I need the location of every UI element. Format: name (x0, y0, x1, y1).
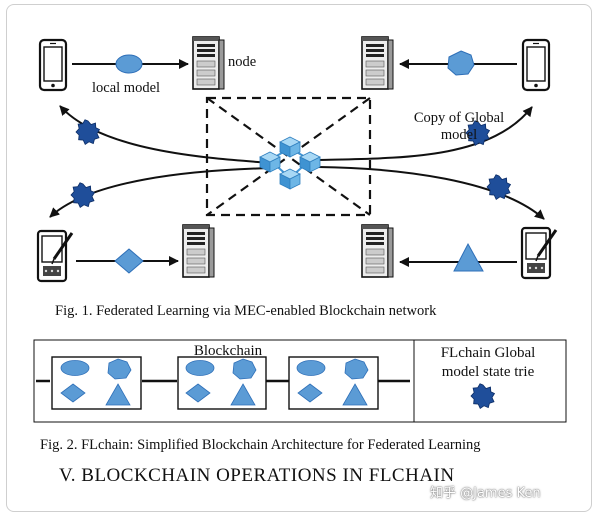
watermark: 知乎 @James Ken (430, 486, 541, 501)
diamond-model-icon (60, 383, 86, 403)
fig1-diagram: node local model Copy of Global model (36, 36, 558, 283)
triangle-model-icon (453, 242, 484, 272)
trie-label-line2: model state trie (442, 364, 535, 380)
global-model-star-icon (75, 119, 100, 145)
pda-icon (520, 226, 558, 280)
global-model-star-icon (470, 383, 495, 409)
section-heading: V. BLOCKCHAIN OPERATIONS IN FLCHAIN (59, 465, 455, 486)
server-node-icon (361, 224, 394, 278)
server-node-icon (192, 36, 225, 90)
diamond-model-icon (185, 383, 211, 403)
fig2-diagram: Blockchain FLchain Global model state tr… (33, 339, 567, 423)
server-node-icon (361, 36, 394, 90)
heptagon-model-icon (447, 50, 475, 76)
triangle-model-icon (230, 383, 256, 406)
heptagon-model-icon (232, 358, 257, 380)
pda-icon (36, 229, 74, 283)
local-model-label: local model (92, 80, 160, 96)
smartphone-icon (521, 38, 551, 92)
figure-frame (6, 4, 592, 512)
copy-global-label-line2: model (441, 127, 477, 143)
fig2-outer-box (33, 339, 567, 423)
figure2-caption: Fig. 2. FLchain: Simplified Blockchain A… (40, 437, 481, 453)
ellipse-model-icon (296, 360, 326, 376)
heptagon-model-icon (344, 358, 369, 380)
node-label: node (228, 54, 256, 70)
ellipse-model-icon (115, 54, 143, 74)
blockchain-cube-icon (259, 136, 321, 190)
trie-label-line1: FLchain Global (441, 345, 536, 361)
diamond-model-icon (297, 383, 323, 403)
diamond-model-icon (114, 248, 144, 274)
ellipse-model-icon (185, 360, 215, 376)
distribution-arrows (49, 105, 545, 220)
block-1 (51, 356, 142, 410)
block-3 (288, 356, 379, 410)
figure1-caption: Fig. 1. Federated Learning via MEC-enabl… (55, 303, 437, 319)
blockchain-label: Blockchain (194, 343, 263, 359)
heptagon-model-icon (107, 358, 132, 380)
block-2 (177, 356, 267, 410)
server-node-icon (182, 224, 215, 278)
smartphone-icon (38, 38, 68, 92)
ellipse-model-icon (60, 360, 90, 376)
triangle-model-icon (342, 383, 368, 406)
global-model-star-icon (70, 182, 95, 208)
triangle-model-icon (105, 383, 131, 406)
copy-global-label-line1: Copy of Global (414, 110, 504, 126)
